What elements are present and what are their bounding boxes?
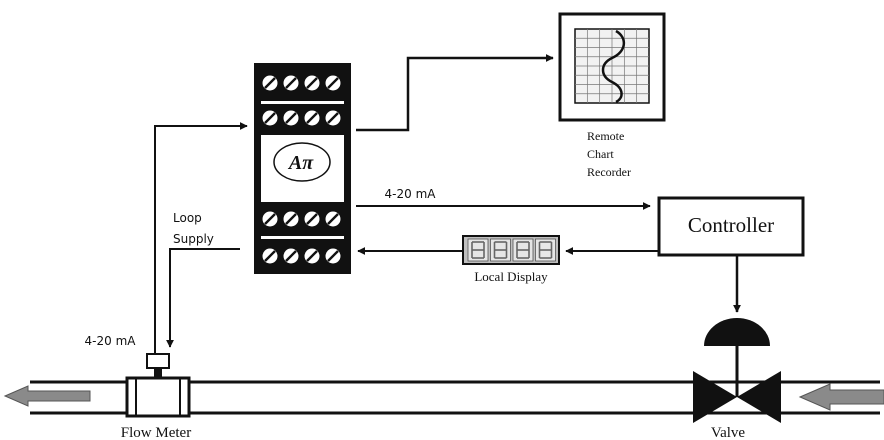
terminal-screw <box>303 210 321 228</box>
local-display-label: Local Display <box>474 269 548 284</box>
remote-chart-recorder[interactable] <box>558 12 666 122</box>
terminal-screw <box>324 247 342 265</box>
logo: Aπ <box>273 142 331 182</box>
valve-label: Valve <box>711 425 745 440</box>
output-signal-label: 4-20 mA <box>385 187 437 201</box>
loop-supply-label: Loop Supply <box>173 211 214 246</box>
display-digit <box>535 238 556 262</box>
flow-meter[interactable] <box>125 353 191 418</box>
local-display[interactable] <box>462 235 560 265</box>
terminal-screws <box>261 74 342 265</box>
output-to-recorder-wire <box>356 54 554 132</box>
controller-box[interactable] <box>657 196 805 257</box>
flow-in-arrow <box>798 383 884 411</box>
display-digit <box>490 238 511 262</box>
valve[interactable] <box>693 318 781 423</box>
terminal-screw <box>324 109 342 127</box>
terminal-screw <box>324 74 342 92</box>
terminal-screw <box>303 74 321 92</box>
terminal-screw <box>303 247 321 265</box>
recorder-label: Remote Chart Recorder <box>587 129 631 179</box>
loop-to-module-wire <box>154 122 248 354</box>
display-digit <box>512 238 534 262</box>
recorder-label-line-2: Chart <box>587 147 614 161</box>
terminal-screw <box>261 210 279 228</box>
terminal-screw <box>303 109 321 127</box>
terminal-screw <box>282 247 300 265</box>
display-digit <box>467 238 489 262</box>
terminal-screw <box>282 109 300 127</box>
recorder-label-line-3: Recorder <box>587 165 631 179</box>
terminal-screw <box>261 74 279 92</box>
display-digits <box>467 238 556 262</box>
terminal-screw <box>261 247 279 265</box>
logo-text: Aπ <box>287 152 314 174</box>
terminal-screw <box>282 74 300 92</box>
controller-label: Controller <box>688 213 774 237</box>
loop-supply-line-1: Loop <box>173 211 202 225</box>
flow-meter-label: Flow Meter <box>121 425 191 440</box>
meter-signal-label: 4-20 mA <box>85 334 137 348</box>
loop-supply-wire <box>166 248 240 348</box>
terminal-screw <box>261 109 279 127</box>
recorder-label-line-1: Remote <box>587 129 624 143</box>
loop-supply-line-2: Supply <box>173 232 214 246</box>
terminal-screw <box>282 210 300 228</box>
terminal-screw <box>324 210 342 228</box>
flow-out-arrow <box>3 385 91 407</box>
